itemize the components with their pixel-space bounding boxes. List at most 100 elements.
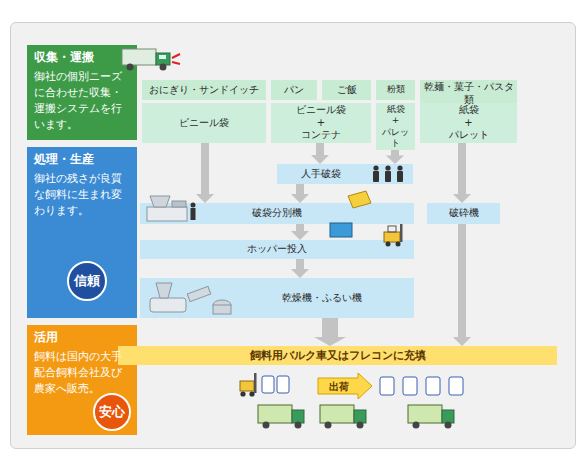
people-icon: [385, 165, 390, 170]
flow-arrow: [386, 150, 404, 164]
people-icon: [373, 165, 403, 182]
collection-truck: [156, 53, 170, 65]
flow-arrow: [453, 224, 471, 346]
node-title: 安心: [99, 404, 125, 420]
collection-truck: [122, 49, 156, 65]
dryer-machine: [187, 286, 210, 301]
collection-truck: [159, 55, 166, 59]
node-title: 紙袋 + パレット: [422, 104, 515, 142]
summary-panel: 活用飼料は国内の大手配合飼料会社及び農家へ販売。安心: [27, 325, 137, 435]
process-band: 破袋分別機: [140, 203, 414, 224]
flow-arrow: [291, 259, 309, 278]
node-title: 処理・生産: [34, 152, 130, 167]
people-icon: [385, 171, 391, 182]
delivery-truck: [442, 410, 454, 423]
collection-truck: [172, 54, 180, 64]
category-box: パン: [271, 80, 317, 100]
dryer-machine: [156, 283, 172, 298]
dryer-machine: [213, 300, 231, 310]
delivery-truck: [258, 405, 454, 429]
people-icon: [397, 171, 403, 182]
package-box: 紙袋 + パレット: [376, 103, 415, 150]
node-title: 乾燥機・ふるい機: [282, 292, 362, 305]
process-box: 破砕機: [427, 203, 500, 224]
forklift: [240, 373, 257, 397]
bag-transfer: [384, 232, 400, 242]
flow-arrow: [291, 224, 309, 240]
flexible-container-bag: [277, 376, 289, 393]
process-box: 人手破袋: [277, 164, 413, 184]
bag-transfer: [330, 191, 403, 247]
summary-panel: 処理・生産御社の残さが良質な飼料に生まれ変わります。信頼: [27, 147, 137, 318]
collection-truck: [122, 49, 180, 71]
delivery-truck: [325, 422, 332, 429]
badge-circle: 安心: [93, 393, 131, 431]
flexible-container-bag: [262, 376, 274, 393]
delivery-truck: [354, 410, 366, 423]
delivery-truck: [258, 405, 292, 423]
node-title: ご飯: [337, 84, 357, 97]
flow-arrow: [196, 143, 214, 203]
node-title: 信頼: [74, 273, 100, 289]
node-title: おにぎり・サンドイッチ: [149, 84, 259, 97]
flow-arrow: [311, 143, 329, 164]
bag-transfer: [386, 242, 391, 247]
node-body: 飼料は国内の大手配合飼料会社及び農家へ販売。: [34, 349, 130, 397]
category-box: ご飯: [322, 80, 371, 100]
bag-transfer: [388, 226, 396, 232]
summary-panel: 収集・運搬御社の個別ニーズに合わせた収集・運搬システムを行います。: [27, 45, 137, 140]
flexible-container-bag: [380, 377, 394, 395]
flexible-container-bag: [403, 377, 417, 395]
node-title: 破袋分別機: [252, 207, 302, 220]
bag-opener-machine: [147, 207, 187, 221]
flow-arrow: [453, 143, 471, 203]
forklift: [240, 381, 254, 391]
node-title: ビニール袋 + コンテナ: [273, 104, 369, 142]
forklift: [254, 373, 257, 393]
dryer-machine: [150, 298, 186, 312]
flow-arrow: [314, 318, 346, 346]
node-title: ホッパー投入: [247, 243, 307, 256]
node-title: 人手破袋: [301, 168, 341, 181]
node-body: 御社の残さが良質な飼料に生まれ変わります。: [34, 171, 130, 219]
bag-transfer: [330, 223, 352, 237]
people-icon: [373, 171, 379, 182]
node-title: 紙袋 + パレット: [378, 104, 413, 149]
package-box: ビニール袋: [142, 103, 266, 143]
bag-transfer: [400, 224, 403, 242]
delivery-truck: [263, 422, 270, 429]
bag-transfer: [396, 242, 401, 247]
bag-opener-machine: [172, 201, 186, 207]
delivery-truck: [295, 422, 302, 429]
flow-arrow: [291, 184, 309, 203]
node-title: 破砕機: [449, 207, 479, 220]
node-body: 御社の個別ニーズに合わせた収集・運搬システムを行います。: [34, 69, 130, 133]
delivery-truck: [320, 405, 354, 423]
output-band: 飼料用バルク車又はフレコンに充填: [118, 346, 557, 365]
dryer-machine: [213, 305, 231, 314]
badge-circle: 信頼: [67, 261, 107, 301]
category-box: 乾麺・菓子・パスタ類: [420, 80, 517, 107]
node-title: 粉類: [387, 84, 405, 95]
bag-opener-machine: [150, 196, 170, 207]
node-title: 飼料用バルク車又はフレコンに充填: [250, 349, 426, 363]
node-title: 収集・運搬: [34, 50, 130, 65]
dryer-machine: [150, 283, 231, 314]
process-band: 乾燥機・ふるい機: [140, 278, 414, 318]
bag-opener-machine: [147, 196, 196, 221]
people-icon: [397, 165, 402, 170]
forklift: [249, 391, 254, 396]
category-box: 粉類: [376, 80, 415, 100]
flexible-container-bag: [262, 376, 463, 395]
node-title: ビニール袋: [179, 117, 229, 130]
collection-truck: [127, 64, 134, 71]
bag-transfer: [348, 191, 371, 208]
people-icon: [373, 165, 378, 170]
bag-opener-machine: [191, 208, 196, 220]
process-band: ホッパー投入: [140, 240, 414, 259]
delivery-truck: [408, 405, 442, 423]
shipping-arrow: [318, 373, 372, 399]
delivery-truck: [292, 410, 304, 423]
flexible-container-bag: [449, 377, 463, 395]
flexible-container-bag: [426, 377, 440, 395]
